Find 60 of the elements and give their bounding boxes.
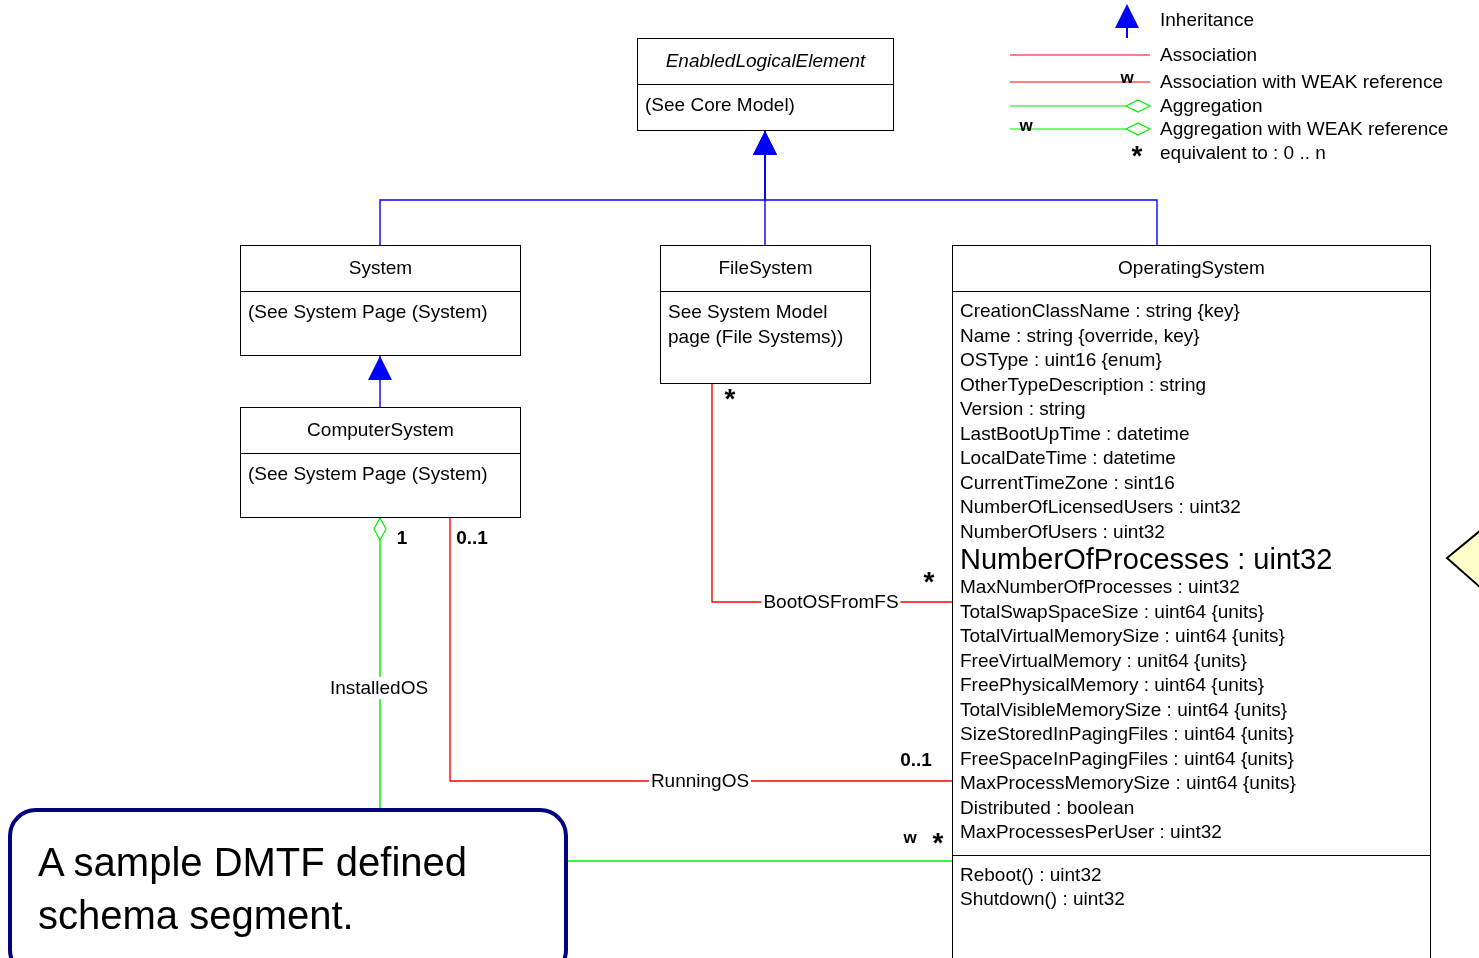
class-box <box>952 245 1431 958</box>
legend-mark: w <box>1019 116 1033 136</box>
class-name: EnabledLogicalElement <box>638 39 893 85</box>
multiplicity-label: * <box>932 827 944 859</box>
callout-text: A sample DMTF defined schema segment. <box>38 839 469 939</box>
class-box <box>240 407 521 518</box>
attribute-text: TotalVisibleMemorySize : uint64 {units} <box>959 697 1289 722</box>
attribute-text: Version : string <box>959 397 1087 421</box>
multiplicity-label: * <box>923 566 935 598</box>
method-text: Reboot() : uint32 <box>959 862 1103 887</box>
inheritance-arrow <box>368 355 392 408</box>
multiplicity-label: 0..1 <box>900 749 932 771</box>
legend-label: Inheritance <box>1160 9 1254 31</box>
attribute-text: Distributed : boolean <box>959 795 1136 820</box>
attribute-text: TotalVirtualMemorySize : uint64 {units} <box>959 624 1286 648</box>
legend-mark: * <box>1131 140 1143 172</box>
aggregation-line <box>373 517 387 809</box>
class-box <box>660 245 871 384</box>
inheritance-arrow <box>753 130 1158 246</box>
attribute-text: FreePhysicalMemory : uint64 {units} <box>959 673 1266 697</box>
attribute-text: TotalSwapSpaceSize : uint64 {units} <box>959 599 1266 624</box>
class-note: See System Model page (File Systems)) <box>667 300 845 349</box>
attribute-text: NumberOfUsers : uint32 <box>959 519 1166 544</box>
multiplicity-label: w <box>903 828 917 848</box>
attribute-text: FreeSpaceInPagingFiles : uint64 {units} <box>959 746 1295 771</box>
attribute-text: OSType : uint16 {enum} <box>959 348 1163 372</box>
method-text: Shutdown() : uint32 <box>959 887 1126 911</box>
multiplicity-label: 0..1 <box>456 527 488 549</box>
class-box <box>637 38 894 131</box>
attribute-text: LocalDateTime : datetime <box>959 446 1177 470</box>
attribute-text: CreationClassName : string {key} <box>959 299 1241 323</box>
attribute-text: CurrentTimeZone : sint16 <box>959 470 1176 495</box>
class-box <box>240 245 521 356</box>
legend-label: Aggregation with WEAK reference <box>1160 118 1449 140</box>
class-name: ComputerSystem <box>241 408 520 454</box>
class-note: (See Core Model) <box>644 93 796 117</box>
class-name: OperatingSystem <box>953 246 1430 292</box>
legend-label: Aggregation <box>1160 95 1263 117</box>
attribute-text: Name : string {override, key} <box>959 323 1201 348</box>
attribute-text: LastBootUpTime : datetime <box>959 421 1191 446</box>
attribute-text: NumberOfLicensedUsers : uint32 <box>959 495 1242 519</box>
callout-box <box>8 808 568 958</box>
attribute-text: SizeStoredInPagingFiles : uint64 {units} <box>959 722 1295 746</box>
legend-mark: w <box>1120 68 1134 88</box>
multiplicity-label: * <box>724 383 736 415</box>
class-name: FileSystem <box>661 246 870 292</box>
legend-label: equivalent to : 0 .. n <box>1160 142 1326 164</box>
attribute-text: MaxNumberOfProcesses : uint32 <box>959 575 1241 599</box>
attribute-text: NumberOfProcesses : uint32 <box>959 544 1334 575</box>
legend-label: Association <box>1160 44 1258 66</box>
association-line <box>567 860 953 862</box>
attribute-text: FreeVirtualMemory : unit64 {units} <box>959 648 1248 673</box>
multiplicity-label: 1 <box>396 527 408 549</box>
legend-label: Association with WEAK reference <box>1160 71 1443 93</box>
class-note: (See System Page (System) <box>247 462 489 486</box>
class-name: System <box>241 246 520 292</box>
attribute-text: MaxProcessesPerUser : uint32 <box>959 820 1223 844</box>
class-note: (See System Page (System) <box>247 300 489 324</box>
attribute-text: MaxProcessMemorySize : uint64 {units} <box>959 771 1297 795</box>
attribute-text: OtherTypeDescription : string <box>959 372 1208 397</box>
